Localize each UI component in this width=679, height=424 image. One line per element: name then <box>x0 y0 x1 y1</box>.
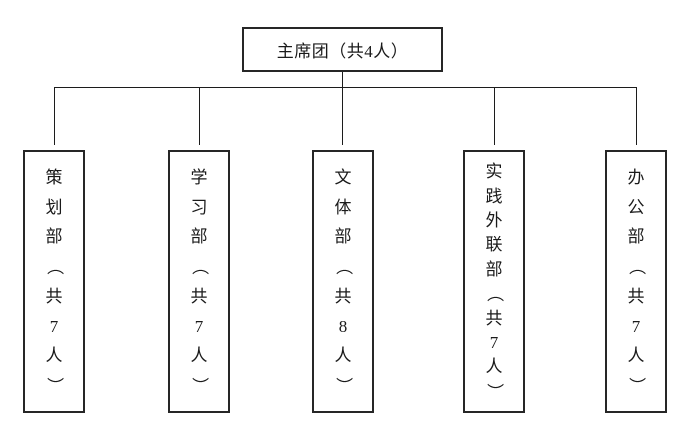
root-box-label: 主席团（共4人） <box>276 42 409 61</box>
connector-drop-office <box>636 87 637 145</box>
connector-drop-practice <box>494 87 495 145</box>
connector-drop-study <box>199 87 200 145</box>
connector-trunk-line <box>342 72 343 145</box>
connector-horizontal-rail <box>54 87 636 88</box>
root-box-presidium: 主席团（共4人） <box>242 27 443 72</box>
connector-drop-planning <box>54 87 55 145</box>
